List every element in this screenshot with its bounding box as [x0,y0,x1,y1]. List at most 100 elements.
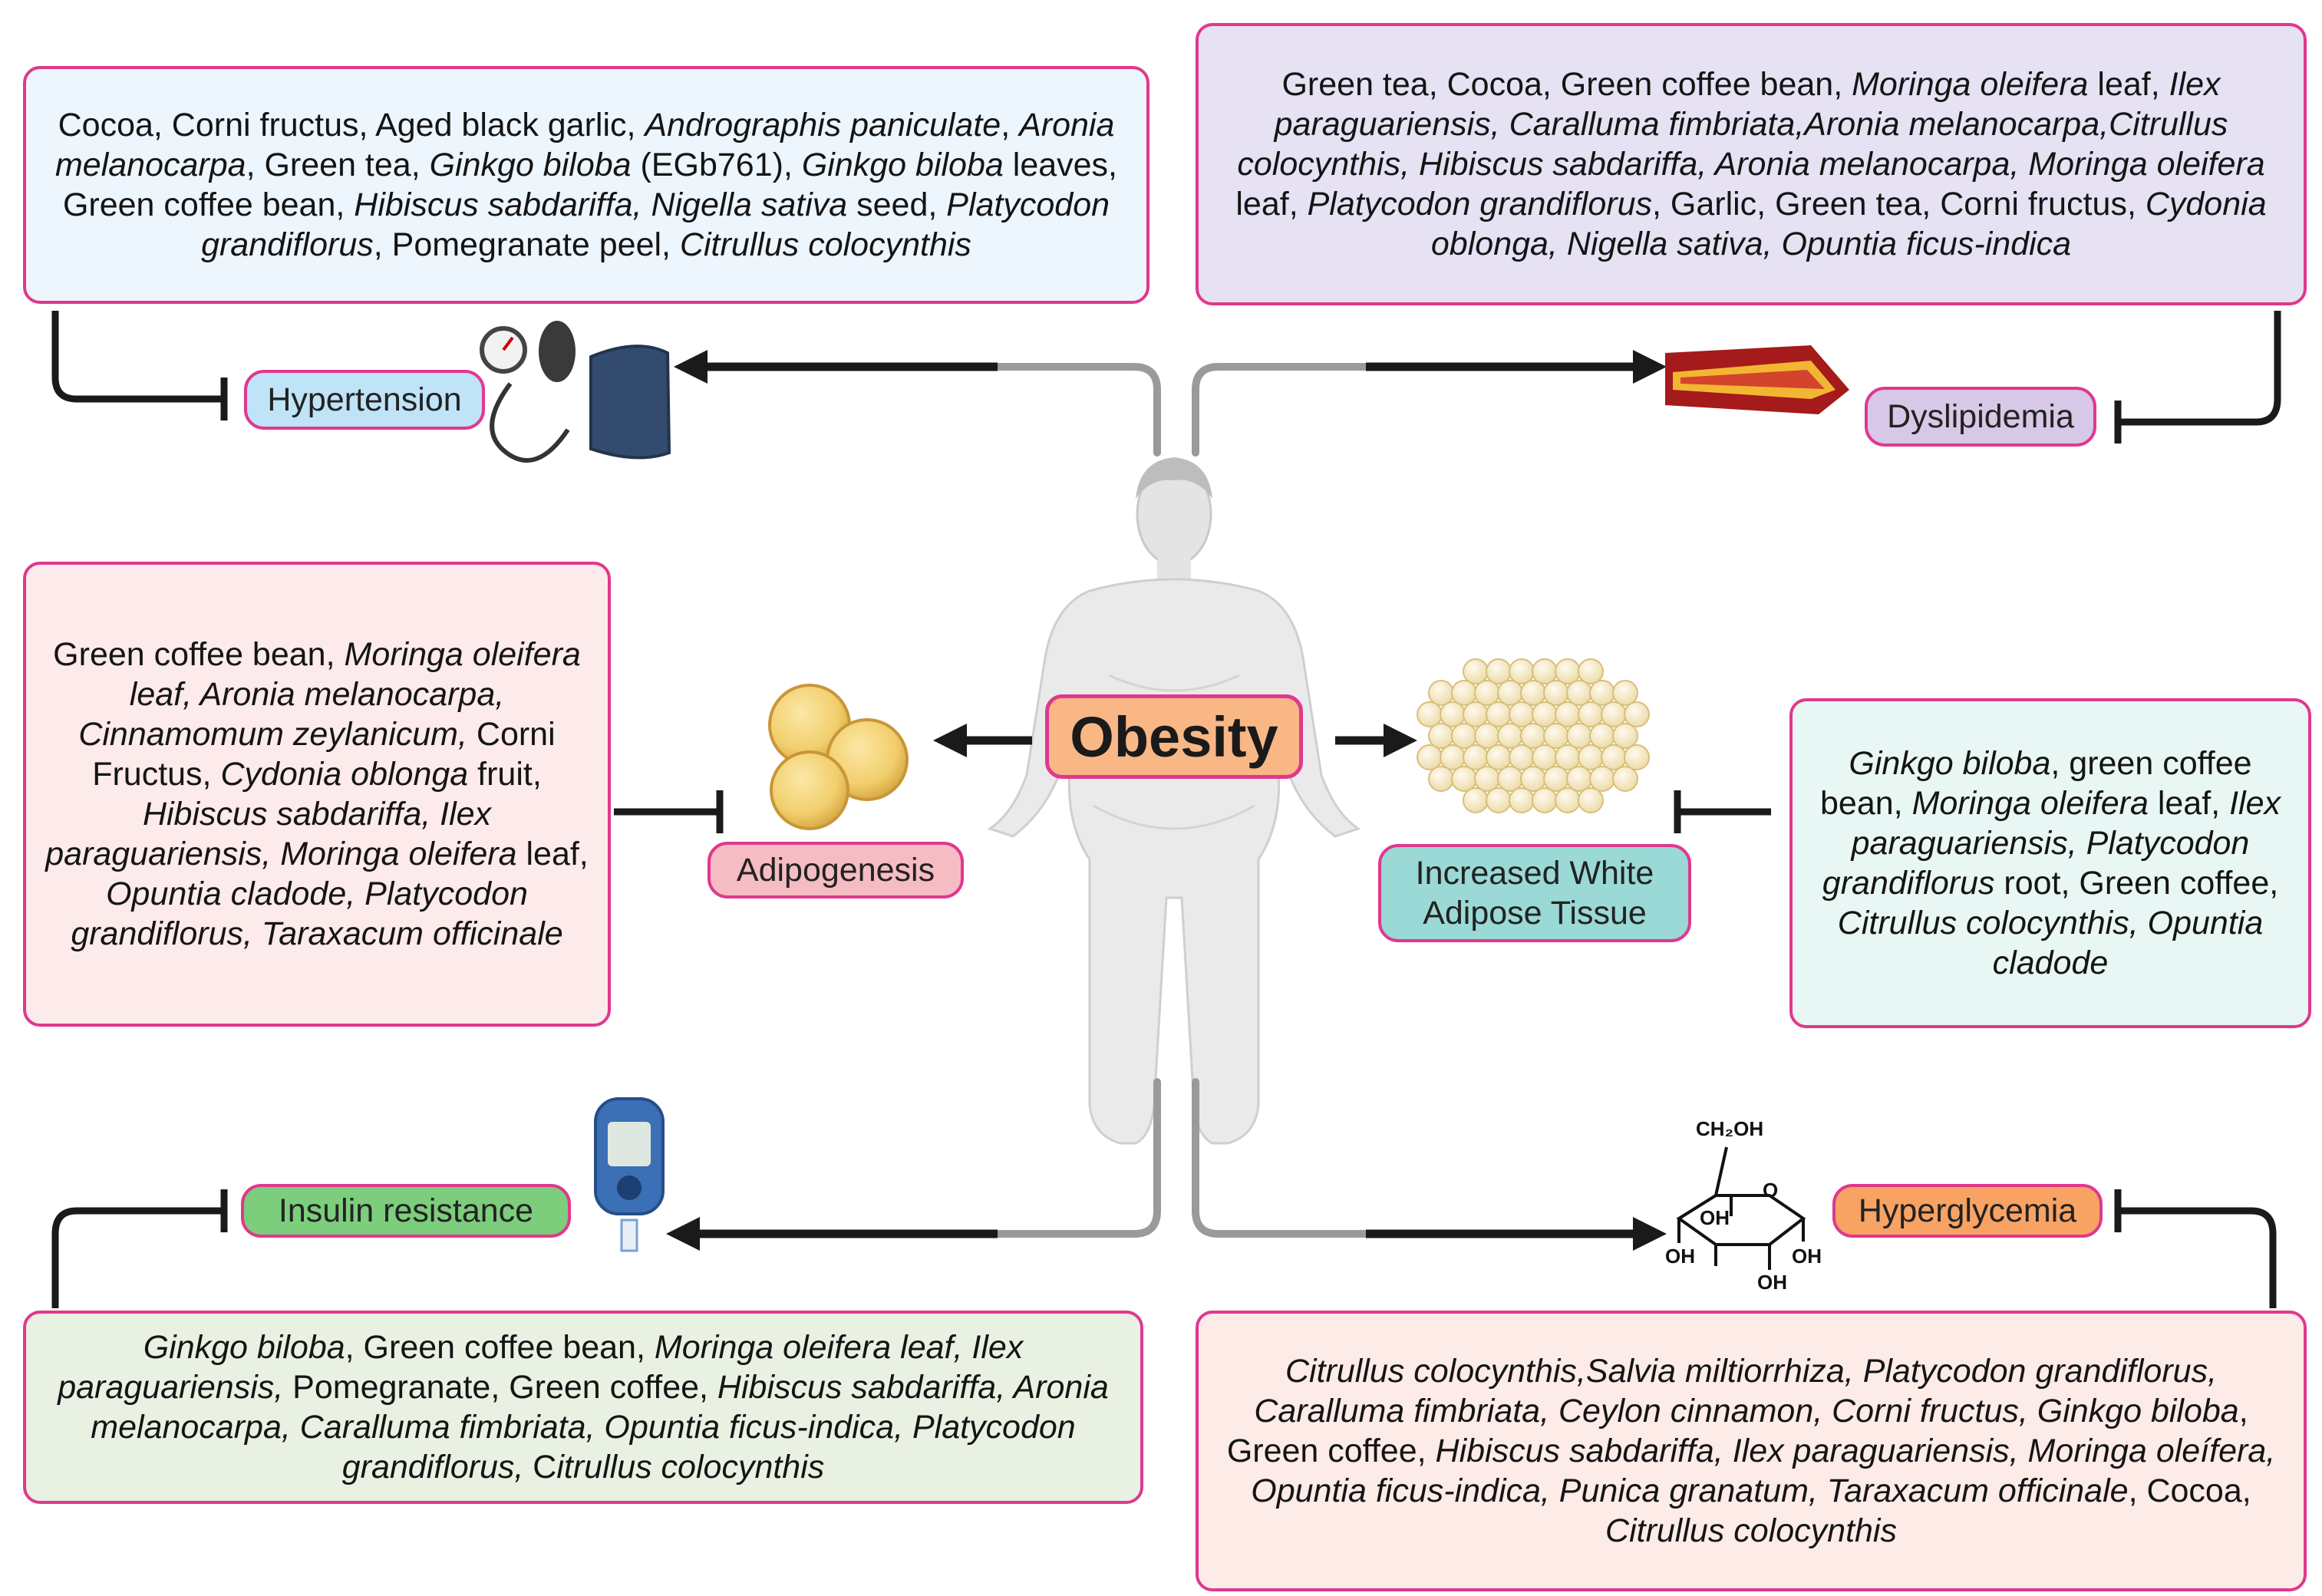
adipocyte-cell [1566,766,1592,792]
inhibition-connectors [51,311,2281,1308]
adipocyte-cell [1520,766,1546,792]
adipocyte-cell [1440,744,1466,770]
adipocyte-cell [1555,701,1581,727]
species-name: Ilex paraguariensis, Platycodon grandifl… [1822,785,2281,902]
glucose-molecule-icon [1676,1146,1806,1270]
dyslipidemia-label: Dyslipidemia [1865,387,2096,447]
plain-text: leaf, [2148,785,2230,822]
adipocyte-cell [1566,723,1592,749]
obesity-center-label: Obesity [1045,694,1303,779]
hyperglycemia-label: Hyperglycemia [1832,1184,2103,1238]
plain-text: Cocoa, Corni fructus, Aged black garlic, [58,107,645,143]
adipocyte-cell [1486,744,1512,770]
glucose-oh-label: OH [1792,1245,1822,1268]
insulin-resistance-label: Insulin resistance [241,1184,571,1238]
plain-text: , Pomegranate peel, [373,226,680,263]
adipocyte-cell [1486,701,1512,727]
adipocyte-cell [1543,766,1569,792]
adipocyte-cell [1509,658,1535,684]
white-adipose-box: Ginkgo biloba, green coffee bean, Moring… [1789,698,2311,1028]
plain-text: leaves, Green coffee bean, [62,147,1118,223]
species-name: Citrullus colocynthis, Opuntia cladode [1837,905,2264,981]
adipocyte-cell [1474,680,1500,706]
species-name: Citrullus colocynthis [1605,1512,1897,1549]
adipocyte-cell [1463,787,1489,813]
glucometer-icon [594,1097,665,1252]
adipocyte-cell [1566,680,1592,706]
species-name: itrullus colocynthis [556,1449,825,1486]
plain-text: , Green coffee bean, [345,1329,655,1366]
adipocyte-cell [1589,680,1615,706]
adipocyte-cell [1509,744,1535,770]
adipocyte-cell [1417,744,1443,770]
plain-text: leaf, [1235,186,1308,223]
arrows [666,350,1667,1251]
adipocyte-cell [1509,701,1535,727]
adipocyte-cell [1543,723,1569,749]
adipocyte-cell [1520,723,1546,749]
species-name: Hibiscus sabdariffa, Ilex paraguariensis… [45,796,517,872]
species-name: Ginkgo biloba [429,147,632,183]
adipocyte-cell [1601,744,1627,770]
adipocyte-cell [1543,680,1569,706]
adipogenesis-label: Adipogenesis [707,842,964,899]
plain-text: Pomegranate, Green coffee, [283,1369,717,1406]
adipocyte-cell [1451,723,1477,749]
glucose-ch2oh-label: CH₂OH [1696,1117,1763,1140]
adipocyte-cell [1451,680,1477,706]
adipocyte-cell [1497,680,1523,706]
species-name: Hibiscus sabdariffa, Ilex paraguariensis… [1251,1433,2276,1509]
white-adipose-label: Increased White Adipose Tissue [1378,844,1691,942]
box-text: Citrullus colocynthis,Salvia miltiorrhiz… [1217,1351,2285,1551]
adipocyte-cell [1451,766,1477,792]
species-name: Moringa oleifera [1911,785,2149,822]
plain-text: seed, [847,186,947,223]
box-text: Cocoa, Corni fructus, Aged black garlic,… [45,105,1128,265]
adipocyte-cell [1509,787,1535,813]
species-name: Platycodon grandiflorus [201,186,1110,263]
adipogenesis-box: Green coffee bean, Moringa oleifera leaf… [23,562,611,1027]
plain-text: Corni Fructus, [92,716,556,793]
species-name: Moringa oleifera leaf, Ilex paraguariens… [58,1329,1024,1406]
glucose-oh-label: OH [1757,1271,1787,1294]
species-name: Aronia melanocarpa [54,107,1115,183]
box-text: Ginkgo biloba, Green coffee bean, Moring… [45,1327,1122,1487]
adipocyte-cell [1532,658,1558,684]
box-text: Green tea, Cocoa, Green coffee bean, Mor… [1217,64,2285,264]
species-name: Moringa oleifera [1852,66,2089,103]
adipocyte-cell [1578,658,1604,684]
adipocyte-cell [1474,723,1500,749]
plain-text: , Green coffee, [1226,1393,2248,1469]
insulin-resistance-box: Ginkgo biloba, Green coffee bean, Moring… [23,1311,1143,1504]
hyperglycemia-box: Citrullus colocynthis,Salvia miltiorrhiz… [1196,1311,2307,1591]
adipocyte-cell [1474,766,1500,792]
glucose-ring-oxygen-label: O [1763,1179,1778,1202]
plain-text: fruit, [468,756,542,793]
box-text: Ginkgo biloba, green coffee bean, Moring… [1811,744,2290,983]
adipocyte-cell [1486,787,1512,813]
glucose-oh-label: OH [1700,1206,1730,1229]
adipocyte-cell [1428,766,1454,792]
species-name: Andrographis paniculate [645,107,1001,143]
adipocyte-cell [1578,787,1604,813]
adipocyte-cell [1497,723,1523,749]
adipocyte-cell [1555,744,1581,770]
white-adipose-tissue-icon [1417,658,1650,813]
plain-text: (EGb761), [631,147,802,183]
plain-text: , [1001,107,1020,143]
adipocyte-cell [1417,701,1443,727]
adipocyte-cell [1497,766,1523,792]
adipocyte-cell [1612,723,1638,749]
plain-text: , green coffee bean, [1820,745,2252,822]
plain-text: C [533,1449,557,1486]
hypertension-box: Cocoa, Corni fructus, Aged black garlic,… [23,66,1149,304]
adipocyte-cell [1486,658,1512,684]
plain-text: leaf, [516,836,589,872]
species-name: Opuntia cladode, Platycodon grandiflorus… [71,875,563,952]
plain-text: , Cocoa, [2128,1472,2251,1509]
species-name: Ginkgo biloba [1849,745,2051,782]
artery-plaque-icon [1665,345,1849,414]
species-name: Ilex paraguariensis, Caralluma fimbriata… [1237,66,2265,183]
plain-text: , Garlic, Green tea, Corni fructus, [1652,186,2146,223]
adipocyte-cell [1624,701,1650,727]
